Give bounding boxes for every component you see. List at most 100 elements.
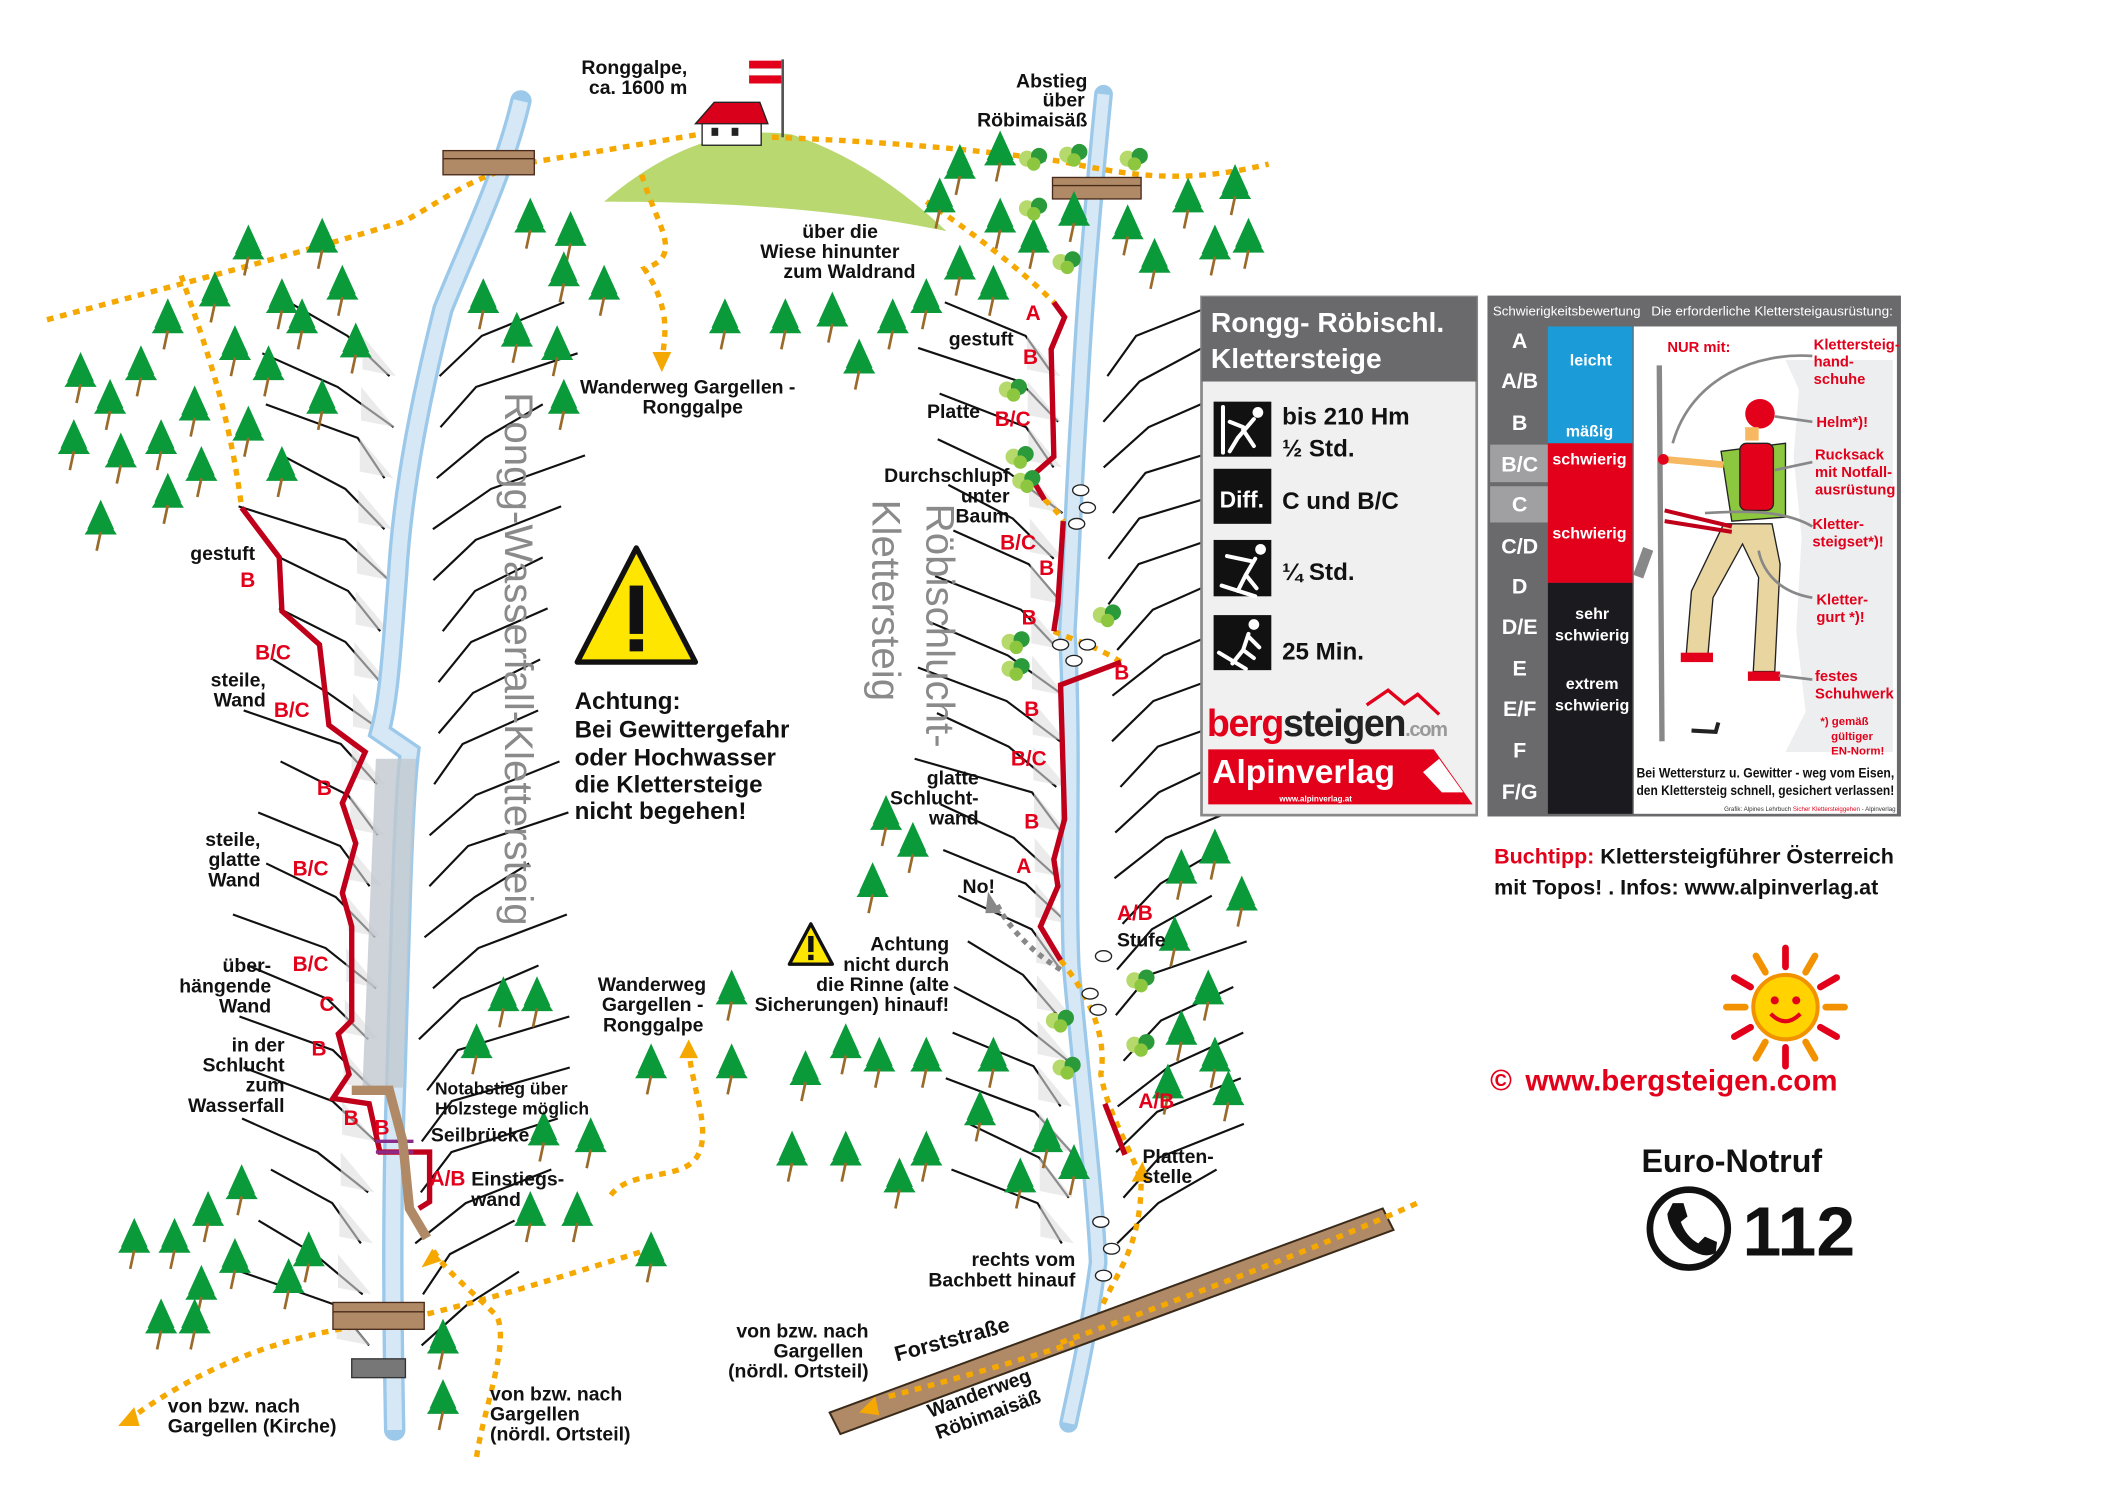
diff-label: Diff. [1220, 487, 1264, 513]
grade-label: B/C [293, 953, 329, 976]
tree-icon [1165, 1009, 1198, 1062]
path-arrow-icon [118, 1407, 140, 1426]
cliff-line [414, 1168, 552, 1245]
note-durchschlupf: Baum [955, 505, 1009, 527]
cliff-line [432, 505, 562, 581]
tree-icon [1031, 1117, 1064, 1169]
grade-label: B [1024, 811, 1039, 834]
difficulty-icon [1213, 468, 1272, 524]
grade-label: A/B [430, 1168, 466, 1191]
grade-label: A/B [1117, 902, 1153, 925]
info-descent: 25 Min. [1282, 638, 1364, 665]
no-arrow [993, 901, 1062, 972]
grade-label: B/C [1011, 747, 1047, 770]
grade-label: A/B [1138, 1090, 1174, 1113]
cliff-line [439, 352, 578, 428]
level-sehr-schwierig: sehr [1575, 605, 1610, 623]
note-glatte-wand: steile, [205, 829, 260, 851]
sun-ray [1802, 952, 1819, 976]
tree-icon [923, 177, 956, 229]
warning-triangle-icon [574, 545, 699, 665]
tree-icon [634, 1231, 668, 1283]
label-kirche: von bzw. nach [168, 1396, 300, 1418]
note-achtung-rinne: die Rinne (alte [816, 974, 949, 996]
boulder-icon [1094, 1269, 1113, 1282]
boulder-icon [1102, 1242, 1121, 1255]
tree-icon [863, 1036, 896, 1088]
cliff-line [420, 1270, 520, 1347]
cliff-line [1106, 301, 1222, 377]
svg-text:bergsteigen.com: bergsteigen.com [1207, 702, 1447, 744]
roebi-route-mid [1051, 520, 1066, 632]
cliff-shade [1032, 701, 1067, 742]
grade-label: C [320, 993, 335, 1016]
tree-icon [265, 278, 299, 330]
cliff-line [1102, 347, 1203, 423]
level-schwierig: schwierig [1552, 451, 1626, 469]
grade-row: C [1512, 493, 1528, 517]
buchtipp-line2[interactable]: mit Topos! . Infos: www.alpinverlag.at [1494, 875, 1878, 899]
cliff-shade [1027, 381, 1062, 422]
gear-rucksack: ausrüstung [1815, 482, 1895, 498]
emergency-title: Euro-Notruf [1641, 1143, 1822, 1179]
hut-icon [693, 101, 769, 146]
tree-icon [1212, 1070, 1245, 1122]
gear-schuhwerk: Schuhwerk [1815, 686, 1894, 702]
cliff-line [426, 1015, 570, 1091]
note-ueberhaengend: Wand [219, 995, 271, 1017]
grade-row: A [1512, 329, 1528, 353]
tree-icon [218, 1238, 252, 1290]
note-glatte-wand: glatte [209, 849, 261, 871]
copyright-link[interactable]: ©www.bergsteigen.com [1490, 1064, 1837, 1097]
label-ortsteil-left: von bzw. nach [490, 1383, 622, 1405]
tree-icon [943, 143, 976, 196]
grade-label: B [1039, 557, 1054, 580]
tree-icon [93, 378, 127, 431]
grade-row: D/E [1502, 615, 1538, 639]
tree-icon [178, 1298, 211, 1350]
tree-icon [883, 1157, 916, 1209]
cliff-line [1121, 849, 1219, 925]
cliff-shade [340, 1152, 375, 1193]
buchtipp: Buchtipp: Klettersteigführer Österreich [1494, 843, 1894, 868]
emergency-number[interactable]: 112 [1743, 1192, 1856, 1270]
tree-icon [1232, 217, 1265, 270]
note-einstieg: wand [470, 1189, 521, 1211]
label-ortsteil-left: (nördl. Ortsteil) [490, 1424, 631, 1446]
note-glatte-wand: glatte [927, 767, 979, 789]
boulder-icon [1094, 950, 1113, 963]
cliff-line [433, 709, 539, 785]
norm-note: gültiger [1831, 731, 1873, 743]
holzstege [351, 1085, 431, 1241]
legend-header-left: Schwierigkeitsbewertung [1493, 304, 1641, 319]
note-notabstieg: Notabstieg über [435, 1078, 568, 1098]
warning-text: die Klettersteige [575, 771, 763, 798]
tree-icon [151, 298, 184, 350]
sun-ray [1817, 974, 1841, 991]
tree-icon [64, 351, 97, 404]
note-achtung-rinne: nicht durch [843, 954, 949, 976]
note-glatte-wand: Schlucht- [890, 787, 979, 809]
tree-icon [1138, 237, 1171, 290]
grade-label: B [1114, 662, 1129, 685]
grade-label: B [1023, 346, 1038, 369]
tree-icon [514, 1191, 547, 1243]
note-steile-wand: steile, [211, 669, 266, 691]
grade-row: E/F [1503, 697, 1536, 721]
tree-icon [467, 278, 500, 330]
cliff-line [418, 964, 539, 1041]
path-arrow-icon [421, 1248, 442, 1268]
note-glatte-wand: wand [928, 808, 979, 830]
tree-icon [910, 1036, 943, 1088]
roebi-title-1: Röbischlucht- [917, 504, 962, 748]
grade-label: B [344, 1107, 359, 1130]
label-wanderweg-mid: Wanderweg [598, 974, 706, 996]
tree-icon [984, 197, 1017, 249]
note-achtung-rinne: Achtung [870, 934, 949, 956]
label-wiese: zum Waldrand [783, 261, 915, 283]
tree-icon [232, 224, 265, 276]
note-stufe: Stufe [1117, 930, 1166, 952]
cliff-line [1102, 392, 1226, 469]
label-ortsteil-right: von bzw. nach [736, 1320, 868, 1342]
